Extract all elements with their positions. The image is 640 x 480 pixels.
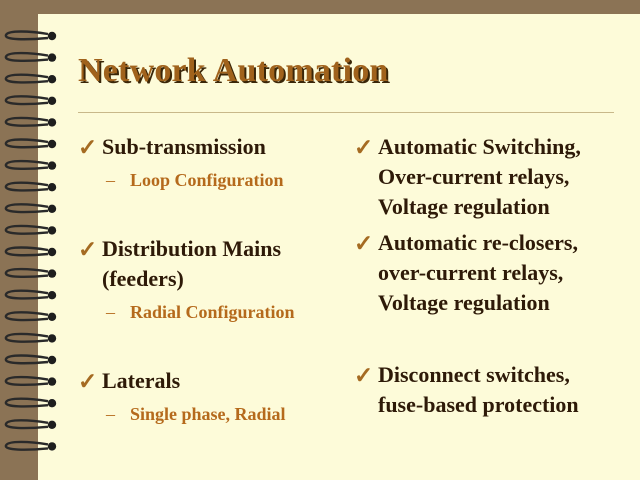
binding-hole — [47, 291, 57, 300]
binding-ring — [4, 30, 49, 41]
bullet-automatic-reclosers-line2: over-current relays, — [378, 260, 564, 285]
binding-ring — [4, 203, 49, 214]
binding-hole — [47, 75, 57, 84]
checkmark-icon: ✓ — [354, 135, 374, 160]
binding-ring — [4, 181, 49, 192]
binding-hole — [47, 118, 57, 127]
spiral-binding — [4, 30, 57, 451]
binding-hole — [47, 31, 57, 41]
binding-hole — [47, 96, 57, 106]
binding-hole — [47, 139, 57, 149]
bullet-sub-transmission: Sub-transmission — [102, 134, 266, 159]
sub-bullet-loop-configuration: Loop Configuration — [130, 170, 284, 190]
checkmark-icon: ✓ — [78, 135, 98, 160]
checkmark-icon: ✓ — [354, 231, 374, 256]
binding-ring — [4, 246, 49, 257]
binding-hole — [47, 226, 57, 235]
binding-hole — [47, 247, 57, 257]
binding-ring — [4, 440, 49, 451]
binding-hole — [47, 53, 57, 62]
bullet-automatic-reclosers-line3: Voltage regulation — [378, 290, 550, 315]
bullet-distribution-mains: Distribution Mains — [102, 236, 282, 261]
bullet-laterals: Laterals — [102, 368, 181, 393]
slide-title: Network Automation — [78, 52, 389, 89]
title-divider — [78, 112, 614, 113]
bullet-distribution-mains-line2: (feeders) — [102, 266, 184, 291]
binding-ring — [4, 224, 49, 235]
sub-bullet-dash: – — [106, 302, 115, 322]
binding-hole — [47, 334, 57, 343]
binding-ring — [4, 375, 49, 387]
sub-bullet-dash: – — [106, 404, 115, 424]
checkmark-icon: ✓ — [354, 363, 374, 388]
binding-ring — [4, 354, 49, 365]
binding-ring — [4, 51, 49, 63]
binding-hole — [47, 377, 57, 386]
binding-ring — [4, 267, 49, 279]
slide-page — [38, 14, 640, 480]
binding-ring — [4, 419, 49, 430]
binding-ring — [4, 332, 49, 343]
bullet-disconnect-switches: Disconnect switches, — [378, 362, 570, 387]
binding-hole — [47, 420, 57, 429]
bullet-automatic-switching: Automatic Switching, — [378, 134, 581, 159]
sub-bullet-radial-configuration: Radial Configuration — [130, 302, 295, 322]
bullet-automatic-reclosers: Automatic re-closers, — [378, 230, 578, 255]
binding-ring — [4, 311, 49, 322]
binding-hole — [47, 183, 57, 192]
sub-bullet-dash: – — [106, 170, 115, 190]
binding-hole — [47, 399, 57, 408]
binding-hole — [47, 161, 57, 170]
binding-ring — [4, 95, 49, 106]
checkmark-icon: ✓ — [78, 237, 98, 262]
checkmark-icon: ✓ — [78, 369, 98, 394]
binding-hole — [47, 442, 57, 451]
binding-ring — [4, 159, 49, 171]
bullet-disconnect-switches-line2: fuse-based protection — [378, 392, 579, 417]
binding-hole — [47, 269, 57, 278]
binding-ring — [4, 116, 49, 127]
binding-hole — [47, 204, 57, 213]
binding-hole — [47, 312, 57, 321]
binding-ring — [4, 289, 49, 300]
bullet-automatic-switching-line2: Over-current relays, — [378, 164, 570, 189]
binding-hole — [47, 355, 57, 365]
bullet-automatic-switching-line3: Voltage regulation — [378, 194, 550, 219]
binding-ring — [4, 73, 49, 84]
binding-ring — [4, 397, 49, 408]
binding-ring — [4, 138, 49, 149]
sub-bullet-single-phase-radial: Single phase, Radial — [130, 404, 286, 424]
